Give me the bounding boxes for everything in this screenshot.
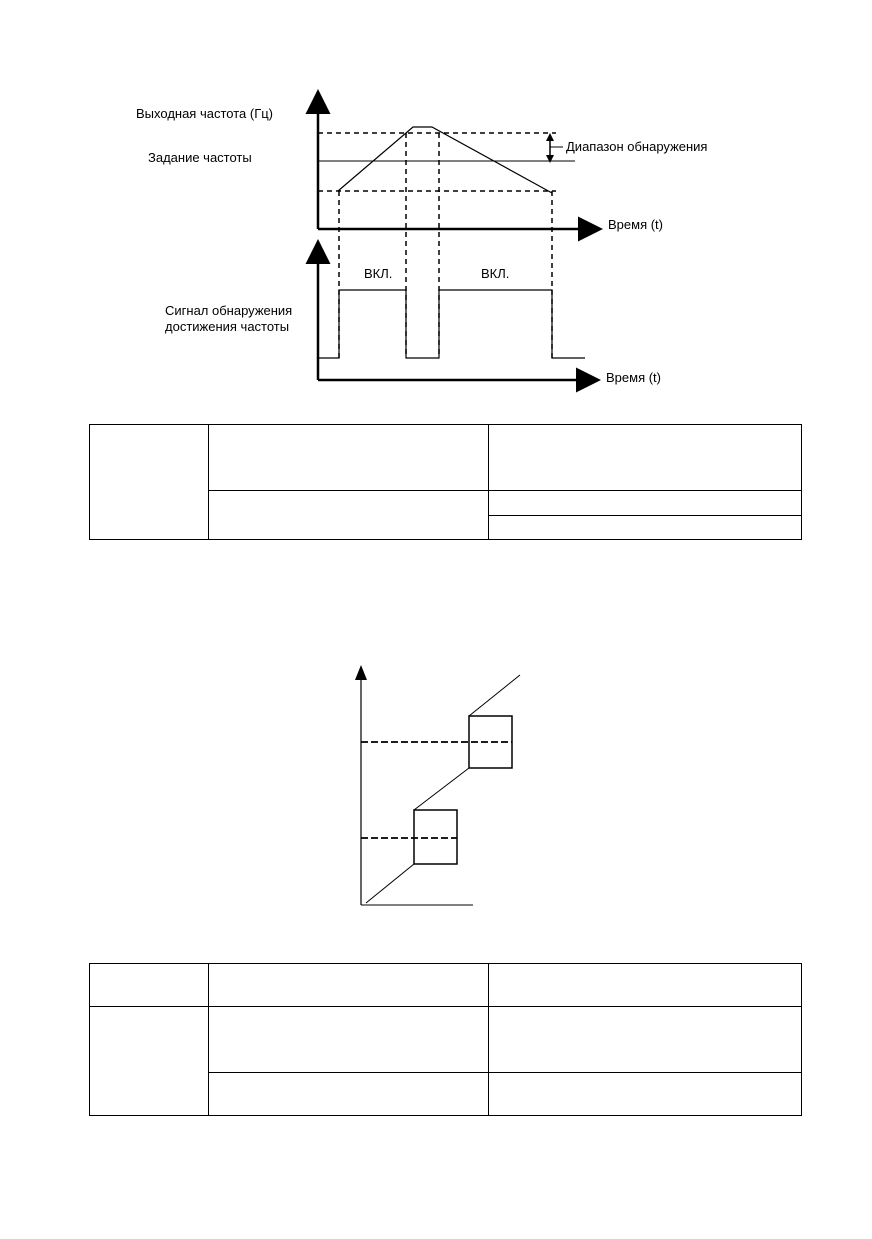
table-2-cell <box>89 1006 209 1116</box>
table-2-cell <box>488 1072 802 1116</box>
table-2-cell <box>208 963 489 1007</box>
output-frequency-curve <box>337 126 553 194</box>
table-2-cell <box>208 1072 489 1116</box>
table-2-cell <box>208 1006 489 1073</box>
table-2-cell <box>488 963 802 1007</box>
on-label-2: ВКЛ. <box>481 266 509 281</box>
fig2-lower-band <box>413 809 458 865</box>
table-1-cell <box>89 424 209 540</box>
bottom-time-label: Время (t) <box>606 370 661 385</box>
detection-range-label: Диапазон обнаружения <box>566 139 707 154</box>
detection-signal-waveform <box>318 289 585 359</box>
parameter-table-1 <box>89 424 802 540</box>
top-time-label: Время (t) <box>608 217 663 232</box>
table-2-cell <box>89 963 209 1007</box>
detection-signal-label-line2: достижения частоты <box>165 319 289 334</box>
fig2-ramp-3 <box>468 674 521 717</box>
on-label-1: ВКЛ. <box>364 266 392 281</box>
detection-signal-label-line1: Сигнал обнаружения <box>165 303 292 318</box>
fig2-ramp-1 <box>365 863 415 904</box>
frequency-detection-diagram: Выходная частота (Гц) Задание частоты Ди… <box>136 89 707 393</box>
fig2-ramp-2 <box>413 767 470 811</box>
output-frequency-label: Выходная частота (Гц) <box>136 106 273 121</box>
parameter-table-2 <box>89 963 802 1116</box>
table-1-cell <box>208 424 489 491</box>
table-2-cell <box>488 1006 802 1073</box>
setpoint-label: Задание частоты <box>148 150 252 165</box>
table-1-cell <box>488 515 802 540</box>
